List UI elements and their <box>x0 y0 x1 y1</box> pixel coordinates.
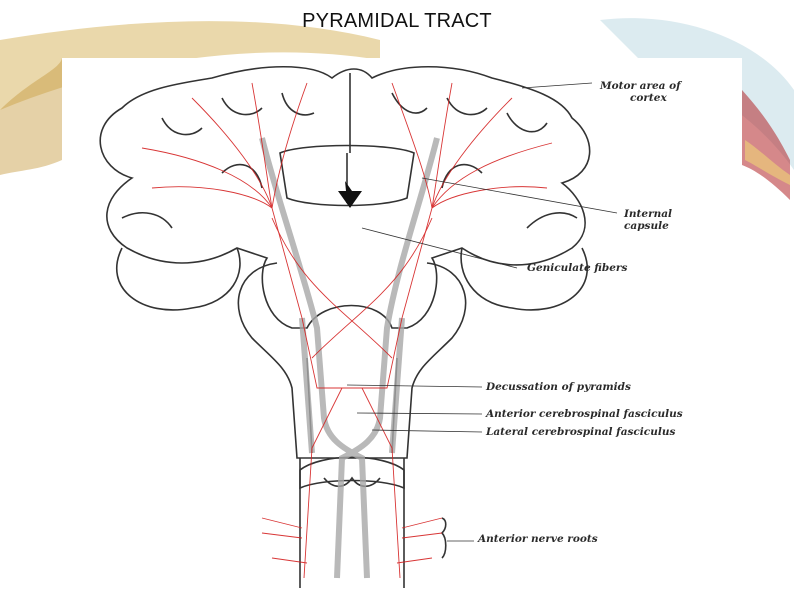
label-anterior-nerve-roots: Anterior nerve roots <box>478 533 598 545</box>
slide-title: PYRAMIDAL TRACT <box>302 10 492 32</box>
label-anterior-fasciculus: Anterior cerebrospinal fasciculus <box>486 408 683 420</box>
brainstem-outline <box>237 262 467 459</box>
label-internal-capsule: Internal capsule <box>624 208 673 232</box>
pyramidal-fibres <box>141 82 553 579</box>
label-geniculate-fibers: Geniculate fibers <box>527 262 628 274</box>
pyramidal-tract-figure: Motor area of cortex Internal capsule Ge… <box>62 58 742 595</box>
cerebrum-outline <box>99 65 591 329</box>
label-lateral-fasciculus: Lateral cerebrospinal fasciculus <box>486 426 676 438</box>
brain-spinal-cord-illustration <box>99 65 618 588</box>
label-motor-area: Motor area of cortex <box>600 80 681 104</box>
label-decussation: Decussation of pyramids <box>486 381 631 393</box>
